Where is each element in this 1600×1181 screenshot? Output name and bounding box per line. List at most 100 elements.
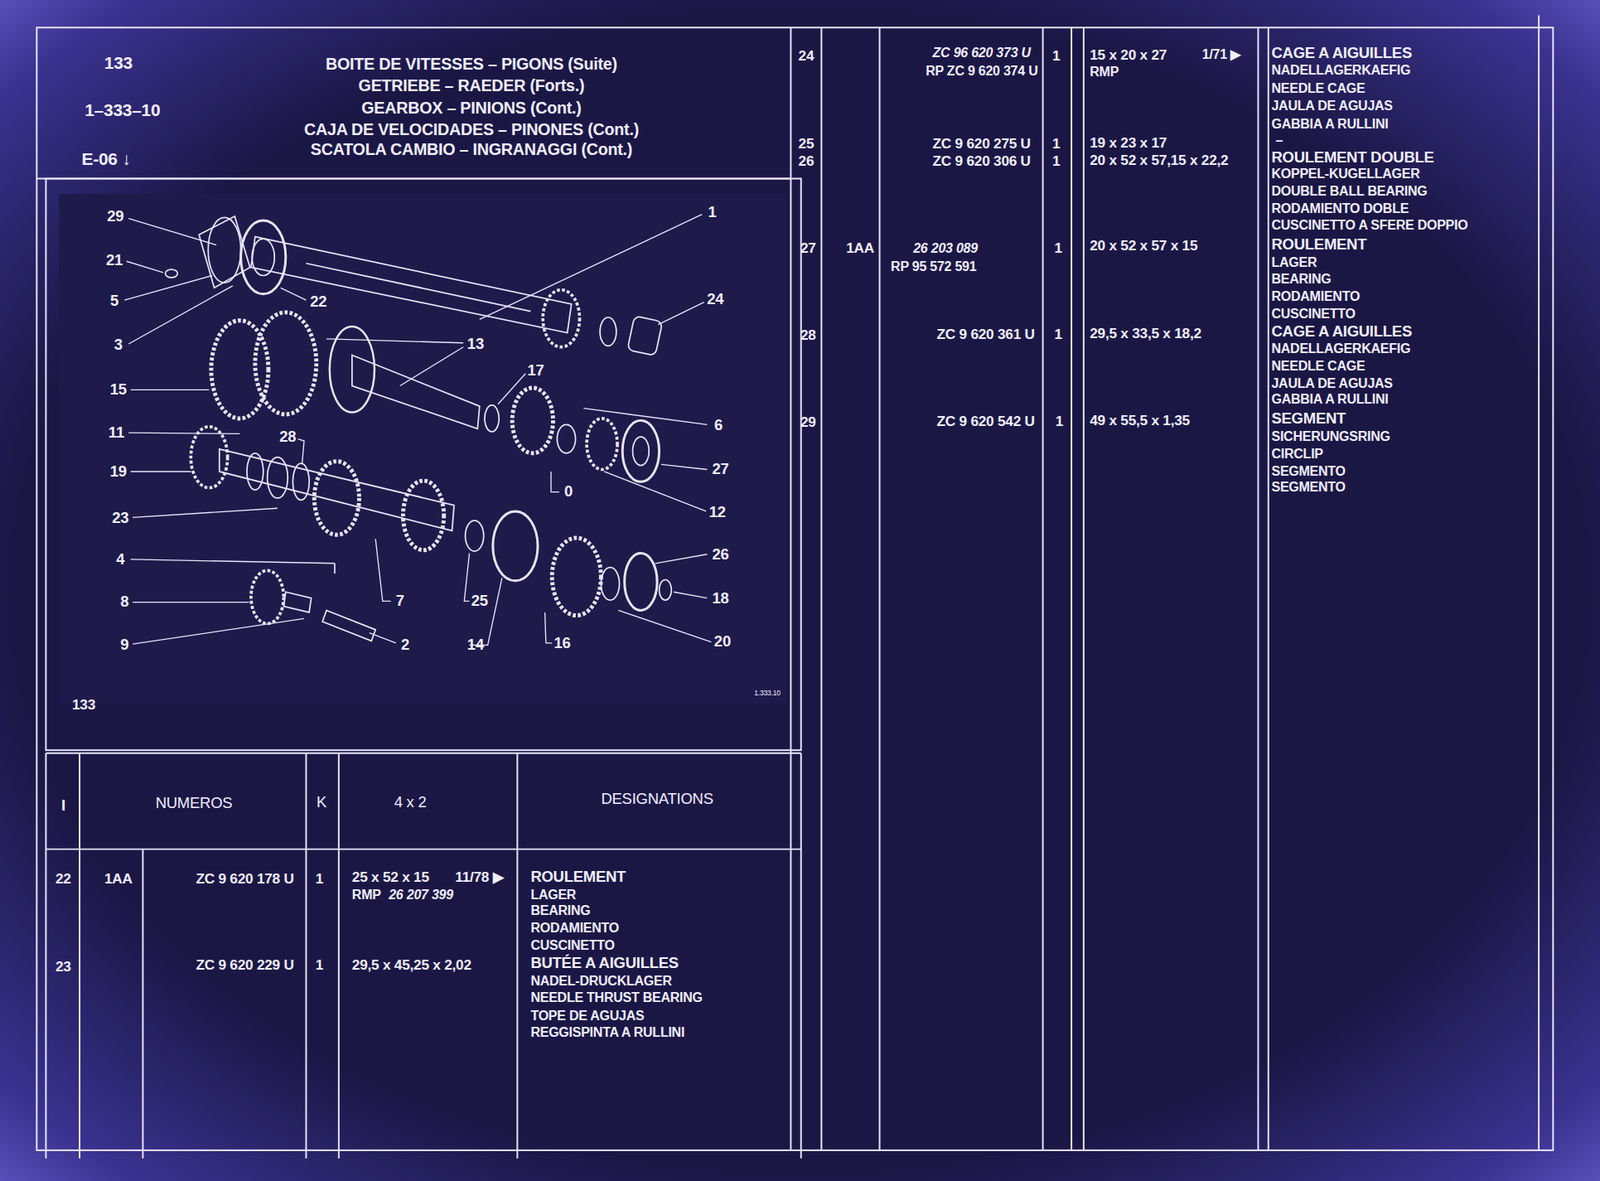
designation: REGGISPINTA A RULLINI xyxy=(530,1024,685,1040)
callout-number: 9 xyxy=(120,636,129,653)
column-header: 4 x 2 xyxy=(394,793,427,811)
leader-line xyxy=(280,287,307,300)
designation: JAULA DE AGUJAS xyxy=(1271,376,1393,392)
callout-number: 2 xyxy=(401,636,410,653)
callout-number: 20 xyxy=(714,633,731,650)
part-number: 26 203 089 xyxy=(913,241,978,257)
spacer xyxy=(556,424,576,453)
dimensions: 49 x 55,5 x 1,35 xyxy=(1089,412,1190,429)
designation: NEEDLE THRUST BEARING xyxy=(530,990,702,1006)
dimensions: 29,5 x 45,25 x 2,02 xyxy=(352,957,472,974)
rule xyxy=(800,753,803,1159)
callout-number: 26 xyxy=(711,546,729,563)
ring xyxy=(599,317,617,346)
leader-line xyxy=(128,285,233,344)
shaft-line xyxy=(305,263,531,312)
designation: CUSCINETTO xyxy=(530,938,614,954)
gear xyxy=(542,290,580,348)
gear xyxy=(190,426,228,489)
designation: SEGMENTO xyxy=(1271,480,1345,496)
rule xyxy=(1082,27,1085,1151)
leader-line xyxy=(497,373,526,405)
title-line: CAJA DE VELOCIDADES – PINONES (Cont.) xyxy=(304,120,639,140)
title-line: SCATOLA CAMBIO – INGRANAGGI (Cont.) xyxy=(310,140,633,160)
item-number: 27 xyxy=(800,240,817,257)
leader-line xyxy=(124,275,213,301)
designation: KOPPEL-KUGELLAGER xyxy=(1271,167,1420,183)
designation: LAGER xyxy=(530,887,576,903)
leader-line xyxy=(128,432,240,434)
needle-cage xyxy=(465,520,484,552)
callout-number: 18 xyxy=(711,589,729,607)
designation: LAGER xyxy=(1271,256,1317,271)
rule xyxy=(44,753,47,1159)
gear xyxy=(512,387,553,454)
part-number: ZC 9 620 542 U xyxy=(936,413,1035,430)
ring xyxy=(600,567,619,600)
dimensions: 20 x 52 x 57 x 15 xyxy=(1089,237,1198,254)
shaft xyxy=(352,355,480,430)
bearing xyxy=(624,552,658,610)
designation: NADELLAGERKAEFIG xyxy=(1271,341,1411,357)
replacement-note: RMP xyxy=(1089,65,1119,81)
column-header: DESIGNATIONS xyxy=(600,790,713,808)
date-note: 11/78 ▶ xyxy=(454,870,504,886)
title-line: GEARBOX – PINIONS (Cont.) xyxy=(361,99,581,118)
leader-line xyxy=(618,609,711,642)
designation: NADEL-DRUCKLAGER xyxy=(530,974,672,990)
designation: RODAMIENTO xyxy=(1271,290,1360,305)
designation-main: ROULEMENT xyxy=(530,868,626,885)
gear xyxy=(551,537,601,616)
figure-number: 133 xyxy=(72,696,96,713)
leader-line xyxy=(468,577,502,645)
leader-line xyxy=(130,389,210,391)
rule xyxy=(304,753,307,1159)
leader-line xyxy=(551,471,560,493)
item-number: 29 xyxy=(800,414,817,431)
rule xyxy=(45,848,801,851)
designation: CIRCLIP xyxy=(1271,446,1323,462)
leader-line xyxy=(130,470,192,472)
designation-main: CAGE A AIGUILLES xyxy=(1271,44,1412,62)
designation: CUSCINETTO A SFERE DOPPIO xyxy=(1271,217,1468,233)
designation: BEARING xyxy=(530,903,590,919)
callout-number: 16 xyxy=(554,634,571,652)
designation: – xyxy=(1275,133,1283,149)
item-number: 28 xyxy=(800,328,817,344)
page-number: 133 xyxy=(104,54,133,74)
leader-line xyxy=(661,464,707,469)
callout-number: 6 xyxy=(714,416,723,434)
bolt xyxy=(165,269,179,278)
needle-cage xyxy=(267,457,289,498)
part-number: ZC 9 620 178 U xyxy=(195,870,294,887)
leader-line xyxy=(128,218,217,246)
bush xyxy=(283,591,311,613)
part-number: ZC 9 620 275 U xyxy=(932,135,1031,152)
rule xyxy=(141,849,144,1159)
designation-main: CAGE A AIGUILLES xyxy=(1271,323,1412,340)
leader-line xyxy=(479,214,702,320)
leader-line xyxy=(673,591,708,598)
callout-number: 21 xyxy=(106,251,123,269)
quantity: 1 xyxy=(1053,326,1062,343)
part-number: ZC 9 620 361 U xyxy=(936,326,1035,343)
designation-main: BUTÉE A AIGUILLES xyxy=(530,954,678,972)
designation: CUSCINETTO xyxy=(1271,307,1355,323)
replacement-note: RMP xyxy=(352,887,382,903)
designation: GABBIA A RULLINI xyxy=(1271,116,1388,132)
illustration-ground xyxy=(58,193,786,705)
callout-number: 19 xyxy=(110,463,127,480)
leader-line xyxy=(126,261,164,273)
mark-code: 1AA xyxy=(104,870,133,887)
bearing xyxy=(241,220,286,295)
rule xyxy=(45,752,801,755)
item-number: 25 xyxy=(798,135,815,152)
designation-main: SEGMENT xyxy=(1271,410,1346,427)
designation: GABBIA A RULLINI xyxy=(1271,392,1388,408)
leader-line xyxy=(326,338,464,344)
rule xyxy=(879,27,881,1151)
dimensions: 29,5 x 33,5 x 18,2 xyxy=(1089,325,1202,342)
gear xyxy=(314,461,359,536)
callout-number: 29 xyxy=(106,207,124,225)
rule xyxy=(789,27,792,1151)
